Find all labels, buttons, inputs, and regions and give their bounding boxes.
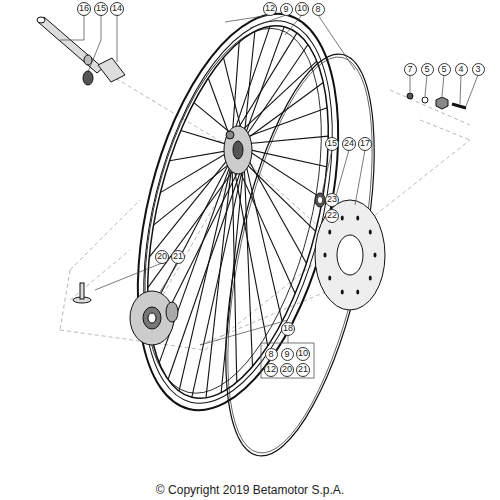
callout-number: 12	[265, 4, 275, 13]
callout-number: 9	[283, 5, 288, 14]
callout-circle: 12	[263, 2, 277, 16]
callout-number: 16	[79, 4, 89, 13]
callout-number: 21	[298, 365, 308, 374]
callout-number: 8	[268, 350, 273, 359]
leader-lines	[60, 15, 478, 345]
spacer	[98, 58, 125, 82]
callout-circle: 15	[94, 2, 108, 16]
callout-number: 24	[344, 139, 354, 148]
callout-circle: 12	[264, 363, 278, 377]
hub-exploded	[130, 291, 178, 345]
callout-number: 8	[315, 5, 320, 14]
callout-number: 9	[284, 350, 289, 359]
rim	[102, 0, 375, 431]
callout-circle: 9	[280, 3, 293, 16]
disc-hole	[341, 290, 344, 295]
callout-number: 18	[283, 324, 293, 333]
callout-number: 5	[424, 65, 429, 74]
callout-number: 10	[298, 349, 308, 358]
callout-number: 15	[96, 4, 106, 13]
disc-hole	[328, 275, 331, 280]
callout-circle: 5	[421, 63, 434, 76]
callout-circle: 5	[438, 63, 451, 76]
disc-hole	[374, 253, 377, 258]
callout-number: 21	[173, 252, 183, 261]
rim-tape	[197, 42, 404, 469]
callout-circle: 17	[358, 137, 372, 151]
hub	[224, 126, 252, 174]
copyright-note: © Copyright 2019 Betamotor S.p.A.	[156, 483, 344, 497]
callout-number: 15	[327, 139, 337, 148]
callout-circle: 10	[295, 2, 309, 16]
axle	[37, 17, 103, 73]
disc-hole	[324, 253, 327, 258]
disc-hole	[356, 215, 359, 220]
axle-nut-bolt	[407, 93, 466, 109]
assembly-lines	[60, 75, 470, 350]
callout-number: 22	[327, 211, 337, 220]
callout-number: 17	[360, 139, 370, 148]
callout-circle: 18	[281, 322, 295, 336]
callout-circle: 21	[171, 250, 185, 264]
callout-circle: 24	[342, 137, 356, 151]
brake-disc	[315, 200, 385, 310]
callout-number: 23	[327, 195, 337, 204]
callout-circle: 8	[312, 3, 325, 16]
valve	[73, 283, 91, 303]
seal	[83, 71, 93, 85]
kit-box	[261, 343, 314, 378]
callout-number: 12	[266, 365, 276, 374]
callout-circle: 10	[296, 347, 310, 361]
bearing	[315, 193, 325, 207]
callout-circle: 21	[296, 363, 310, 377]
callout-circle: 3	[472, 63, 485, 76]
disc-hole	[356, 290, 359, 295]
disc-hole	[369, 275, 372, 280]
callout-circle: 15	[325, 137, 339, 151]
callout-circle: 22	[325, 209, 339, 223]
callout-number: 7	[407, 65, 412, 74]
callout-circle: 20	[155, 250, 169, 264]
callout-circle: 9	[281, 348, 294, 361]
callout-circle: 20	[280, 363, 294, 377]
disc-hole	[328, 230, 331, 235]
callout-circle: 16	[77, 2, 91, 16]
callout-number: 14	[112, 4, 122, 13]
callout-number: 20	[157, 252, 167, 261]
bearing-bore	[318, 197, 322, 203]
callout-circle: 14	[110, 2, 124, 16]
callout-number: 20	[282, 365, 292, 374]
callout-number: 5	[441, 65, 446, 74]
disc-hole	[369, 230, 372, 235]
callout-circle: 8	[265, 348, 278, 361]
disc-hole	[341, 215, 344, 220]
callout-number: 4	[458, 65, 463, 74]
callout-number: 3	[475, 65, 480, 74]
callout-circle: 7	[404, 63, 417, 76]
callout-circle: 4	[455, 63, 468, 76]
callout-number: 10	[297, 4, 307, 13]
callout-circle: 23	[325, 193, 339, 207]
